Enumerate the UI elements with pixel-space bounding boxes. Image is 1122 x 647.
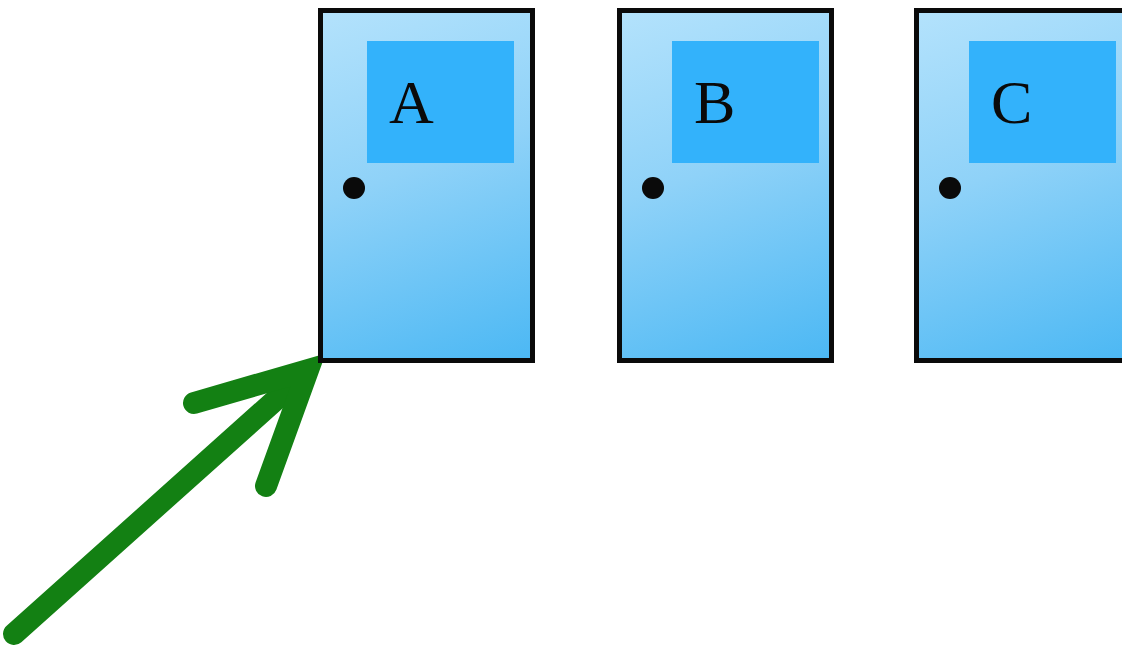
door-sign: A: [367, 41, 514, 163]
door-knob: [939, 177, 961, 199]
door: C: [914, 8, 1122, 363]
door-sign: B: [672, 41, 819, 163]
arrow-head: [194, 370, 308, 486]
door-letter: B: [694, 71, 735, 133]
door: A: [318, 8, 535, 363]
door-knob: [642, 177, 664, 199]
door-knob: [343, 177, 365, 199]
arrow-shaft: [14, 378, 300, 634]
door-sign: C: [969, 41, 1116, 163]
door-letter: C: [991, 71, 1032, 133]
door-letter: A: [389, 71, 434, 133]
door: B: [617, 8, 834, 363]
